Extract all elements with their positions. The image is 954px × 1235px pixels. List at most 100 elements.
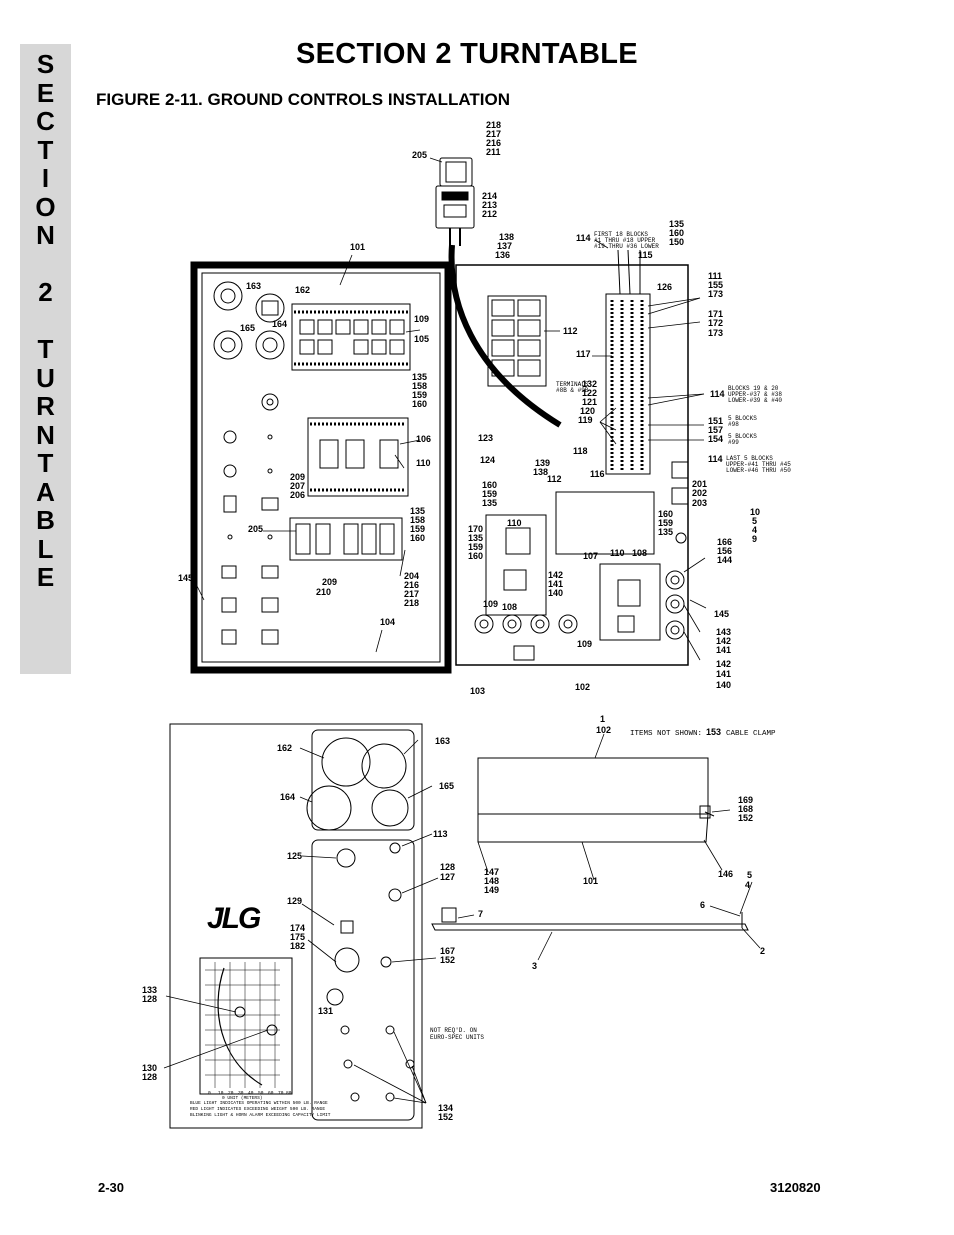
callout: 142: [548, 570, 563, 580]
callout: 127: [440, 872, 455, 882]
callout: 136: [495, 250, 510, 260]
callout: 147: [484, 867, 499, 877]
note-5-blocks-b-2: #99: [728, 439, 739, 446]
key-switch-icon: [336, 848, 356, 868]
callout: 217: [404, 589, 419, 599]
callout: 128: [142, 994, 157, 1004]
callout: 2: [760, 946, 765, 956]
chart-note: 0 UNIT (METERS): [222, 1095, 263, 1101]
callout: 159: [410, 524, 425, 534]
callout: 205: [412, 150, 427, 160]
note-last-blocks-3: LOWER-#46 THRU #50: [726, 467, 791, 474]
side-letter: N: [36, 220, 55, 250]
callout: 5: [747, 870, 752, 880]
callout: 160: [669, 228, 684, 238]
callout: 10: [750, 507, 760, 517]
callout: 204: [404, 571, 419, 581]
side-letter: E: [36, 77, 55, 108]
callout: 106: [416, 434, 431, 444]
callout: 218: [486, 120, 501, 130]
callout: 110: [610, 548, 625, 558]
terminal-strip: [605, 249, 651, 475]
callout: 110: [507, 518, 522, 528]
note-not-reqd-1: NOT REQ'D. ON: [430, 1027, 477, 1034]
bulkhead-connectors: [474, 461, 689, 661]
callout: 162: [277, 743, 292, 753]
callout: 144: [717, 555, 732, 565]
callout: 212: [482, 209, 497, 219]
callout: 210: [316, 587, 331, 597]
callout: 119: [578, 415, 593, 425]
callout: 108: [502, 602, 517, 612]
callout: 167: [440, 946, 455, 956]
side-letter: N: [36, 419, 55, 450]
callout: 169: [738, 795, 753, 805]
callout: 151: [708, 416, 723, 426]
side-letter: 2: [38, 277, 53, 307]
note-last-blocks-1: LAST 5 BLOCKS: [726, 455, 773, 462]
callout: 159: [412, 390, 427, 400]
chart-axis-80: 80: [286, 1090, 292, 1096]
side-letter: C: [36, 106, 55, 136]
items-not-shown-desc: CABLE CLAMP: [726, 730, 776, 738]
callout: 137: [497, 241, 512, 251]
callout: 116: [590, 469, 605, 479]
note-terminals-3: #19 THRU #36 LOWER: [594, 243, 659, 250]
side-letter: I: [41, 163, 50, 193]
callout: 162: [295, 285, 310, 295]
callout: 216: [404, 580, 419, 590]
callout: 173: [708, 289, 723, 299]
note-terminals-1: FIRST 18 BLOCKS: [594, 231, 648, 238]
callout: 163: [246, 281, 261, 291]
callout: 111: [708, 271, 722, 281]
callout: 9: [752, 534, 757, 544]
callout: 112: [547, 474, 562, 484]
callout: 218: [404, 598, 419, 608]
callout: 121: [582, 397, 597, 407]
callout: 145: [714, 609, 729, 619]
callout: 216: [486, 138, 501, 148]
callout: 125: [287, 851, 302, 861]
side-letter: L: [37, 533, 54, 564]
callout: 152: [438, 1112, 453, 1122]
connector-plug: [435, 157, 475, 246]
callout: 142: [716, 636, 731, 646]
side-letter: S: [36, 49, 55, 79]
section-side-tab: [20, 44, 71, 674]
note-terminals-tag-2: #8B & #9B: [556, 387, 589, 394]
figure-title: FIGURE 2-11. GROUND CONTROLS INSTALLATIO…: [96, 90, 510, 109]
chart-axis-20: 20: [228, 1090, 234, 1096]
gauge-cluster: [213, 281, 285, 645]
items-not-shown-label: ITEMS NOT SHOWN:: [630, 730, 702, 738]
jlg-logo: JLG: [207, 902, 261, 935]
callout: 1: [600, 714, 605, 724]
callout: 159: [468, 542, 483, 552]
callout: 173: [708, 328, 723, 338]
callout: 120: [580, 406, 595, 416]
side-letter: T: [37, 334, 54, 364]
fuel-gauge: [306, 785, 352, 831]
note-5-blocks-2: #98: [728, 421, 739, 428]
callout: 203: [692, 498, 707, 508]
callout: 141: [548, 579, 563, 589]
callout: 114: [576, 233, 591, 243]
side-letter: U: [36, 362, 55, 393]
callout: 166: [717, 537, 732, 547]
note-blocks-19-20-2: UPPER-#37 & #38: [728, 391, 782, 398]
callout: 132: [582, 379, 597, 389]
callout: 102: [575, 682, 590, 692]
callout: 113: [433, 829, 448, 839]
callout: 6: [700, 900, 705, 910]
platform-box-side-view: [431, 757, 749, 931]
callout: 158: [410, 515, 425, 525]
callout: 135: [482, 498, 497, 508]
callout: 117: [576, 349, 591, 359]
temperature-gauge: [361, 743, 407, 789]
side-letter: B: [36, 505, 55, 535]
chart-axis-50: 50: [258, 1090, 264, 1096]
note-last-blocks-2: UPPER-#41 THRU #45: [726, 461, 791, 468]
callout: 108: [632, 548, 647, 558]
callout: 174: [290, 923, 305, 933]
callout: 4: [745, 880, 750, 890]
callout: 105: [414, 334, 429, 344]
